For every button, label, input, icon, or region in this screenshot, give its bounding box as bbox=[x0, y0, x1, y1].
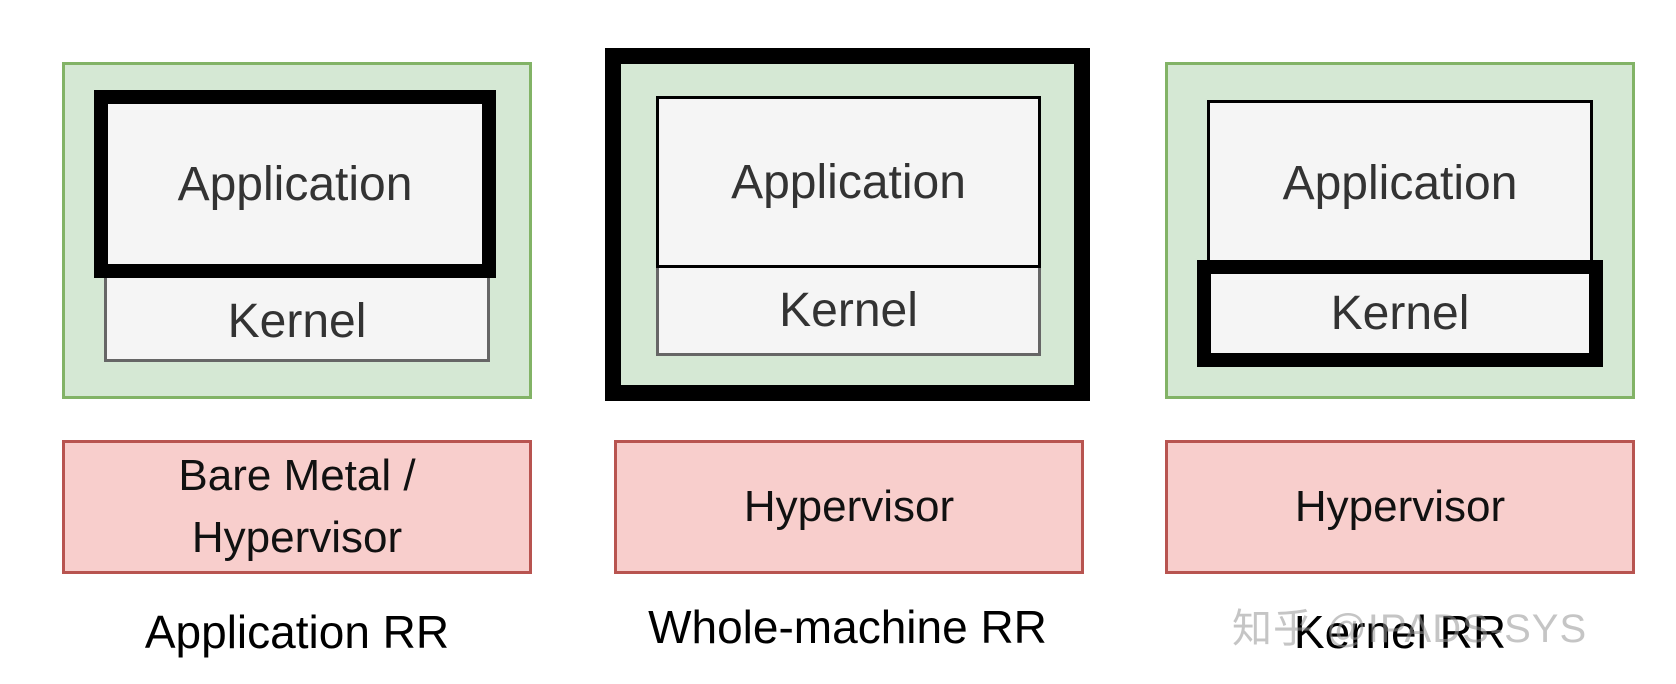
kernel-box-2: Kernel bbox=[656, 268, 1041, 356]
application-box-3: Application bbox=[1207, 100, 1593, 272]
caption-2: Whole-machine RR bbox=[648, 601, 1047, 653]
kernel-box-1: Kernel bbox=[104, 270, 490, 362]
host-label-3: Hypervisor bbox=[1294, 482, 1506, 531]
host-box-2: Hypervisor bbox=[614, 440, 1084, 574]
kernel-label-1: Kernel bbox=[227, 294, 367, 348]
kernel-label-2: Kernel bbox=[779, 284, 918, 337]
kernel-box-3-highlighted: Kernel bbox=[1197, 260, 1603, 367]
application-box-2: Application bbox=[656, 96, 1041, 268]
host-box-1: Bare Metal / Hypervisor bbox=[62, 440, 532, 574]
host-label-1-line1: Bare Metal / bbox=[178, 451, 416, 500]
application-label-1: Application bbox=[177, 157, 413, 211]
kernel-label-3: Kernel bbox=[1330, 287, 1470, 340]
caption-1: Application RR bbox=[144, 606, 450, 658]
application-box-1-highlighted: Application bbox=[94, 90, 496, 278]
host-box-3: Hypervisor bbox=[1165, 440, 1635, 574]
host-label-2: Hypervisor bbox=[743, 482, 955, 531]
application-label-2: Application bbox=[731, 155, 966, 209]
host-label-1-line2: Hypervisor bbox=[191, 513, 403, 562]
watermark: 知乎 @IPADS-SYS bbox=[1232, 607, 1588, 651]
application-label-3: Application bbox=[1282, 156, 1518, 210]
caption-3: Kernel RR bbox=[1293, 606, 1507, 658]
